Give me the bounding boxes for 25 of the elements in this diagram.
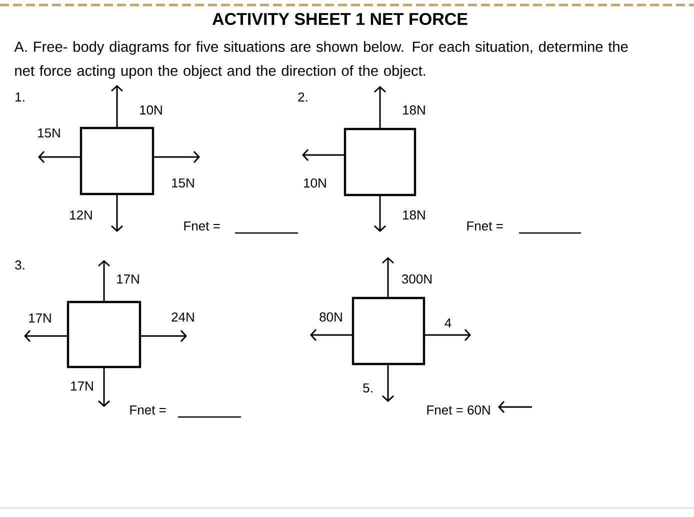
- object-box: [352, 296, 426, 366]
- force-label: 18N: [403, 105, 425, 115]
- title: ACTIVITY SHEET 1 NET FORCE: [212, 12, 468, 26]
- force-label: 17N: [117, 274, 139, 284]
- force-label: 80N: [320, 312, 342, 322]
- item-number: 5.: [363, 383, 372, 393]
- instructions: A. Free- body diagrams for five situations are shown below. For each situation, determine the net force acting upon the object and the direction of the object.: [14, 41, 628, 79]
- force-label: 17N: [29, 314, 51, 322]
- force-label: 24N: [172, 312, 194, 322]
- force-label: 17N: [71, 382, 93, 390]
- force-label: 18N: [403, 210, 425, 220]
- object-box: [344, 128, 416, 196]
- force-label: 4: [444, 318, 452, 328]
- force-label: 15N: [172, 178, 194, 188]
- force-label: 10N: [304, 178, 326, 188]
- item-number: 2.: [298, 92, 308, 102]
- force-label: 12N: [70, 210, 92, 220]
- answer-label: Fnet =: [467, 221, 503, 231]
- force-label: 15N: [38, 128, 60, 138]
- item-number: 1.: [16, 92, 24, 102]
- force-label: 300N: [402, 274, 432, 284]
- object-box: [66, 300, 142, 368]
- item-number: 3.: [15, 260, 24, 270]
- object-box: [80, 126, 154, 196]
- force-label: 10N: [140, 105, 162, 115]
